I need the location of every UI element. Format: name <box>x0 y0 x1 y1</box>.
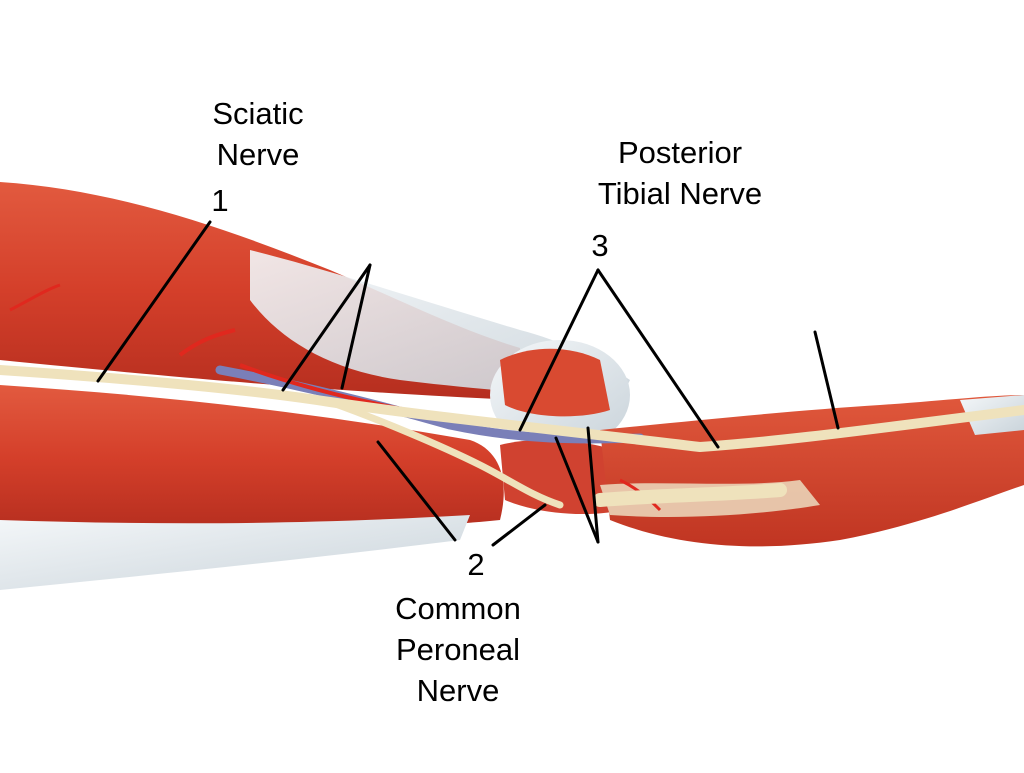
peroneal-label-line: Peroneal <box>395 632 521 667</box>
posterior-tibial-nerve-label: Posterior Tibial Nerve <box>570 132 790 214</box>
leader-peroneal-a <box>376 440 457 542</box>
thigh-lower-tendon <box>0 515 470 590</box>
common-peroneal-nerve-number: 2 <box>467 547 485 582</box>
sciatic-label-line: Sciatic <box>212 96 304 131</box>
common-peroneal-nerve-label: Common Peroneal Nerve <box>368 588 548 711</box>
leader-tibial-b <box>596 268 720 449</box>
leader-lines <box>96 220 840 547</box>
sciatic-nerve <box>0 365 1024 453</box>
peroneal-tendon-fork <box>593 483 787 507</box>
leader-peroneal-c <box>554 436 600 544</box>
artery-branch-1 <box>178 328 236 357</box>
sciatic-nerve-number: 1 <box>211 183 229 218</box>
tibial-label-line: Tibial Nerve <box>597 176 763 211</box>
thigh-lower-muscle <box>0 385 504 532</box>
leader-peroneal-d <box>586 426 600 544</box>
peroneal-label-line: Common <box>395 591 521 626</box>
sciatic-label-line: Nerve <box>216 137 300 172</box>
sciatic-nerve-label: Sciatic Nerve <box>188 93 328 175</box>
leader-peroneal-b <box>491 503 547 547</box>
leader-sciatic-branch-b <box>340 263 372 390</box>
posterior-tibial-nerve-number: 3 <box>591 228 609 263</box>
leader-sciatic <box>96 220 212 383</box>
popliteal-vein <box>215 365 645 444</box>
leader-sciatic-branch-a <box>281 263 372 392</box>
common-peroneal-nerve <box>326 398 564 509</box>
leader-tibial-a <box>518 268 600 432</box>
leader-ankle <box>813 330 840 430</box>
peroneal-label-line: Nerve <box>416 673 500 708</box>
artery-branch-2 <box>9 283 61 312</box>
knee-muscle <box>500 348 610 417</box>
tibial-label-line: Posterior <box>617 135 743 170</box>
